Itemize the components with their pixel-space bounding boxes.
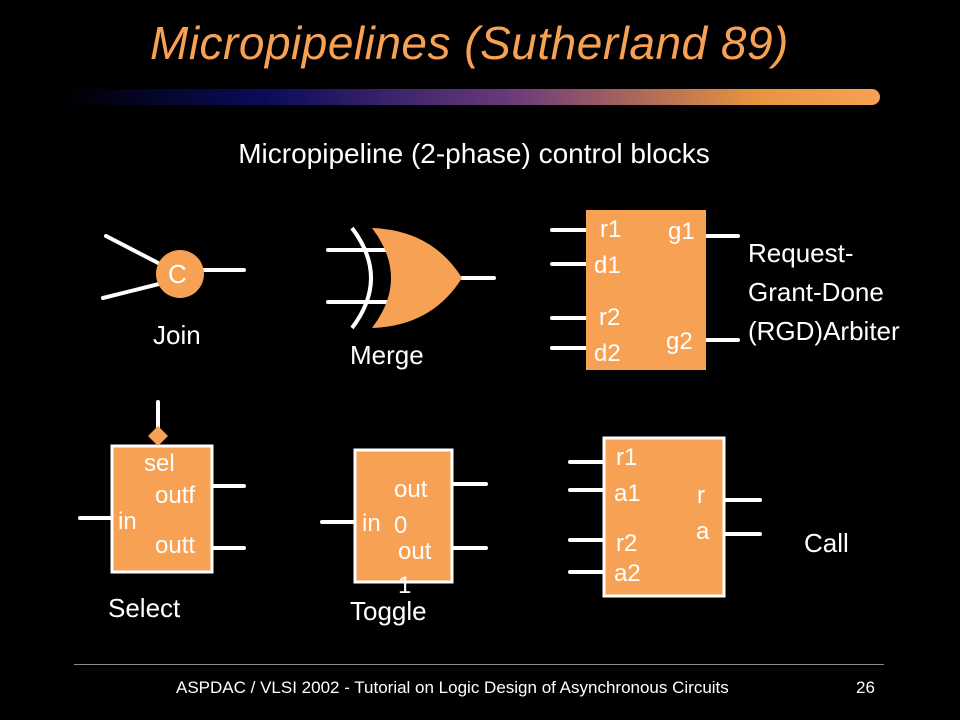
call-port-r: r (697, 482, 705, 509)
call-label: Call (804, 528, 849, 558)
merge-xor-gate (372, 228, 462, 328)
call-port-r1: r1 (616, 444, 638, 471)
select-port-outf: outf (155, 482, 196, 509)
join-input-wire-top (104, 234, 164, 267)
call-block (602, 436, 726, 598)
call-port-r2: r2 (616, 530, 638, 557)
toggle-port-out0: out (394, 476, 428, 503)
slide-title: Micropipelines (Sutherland 89) (150, 17, 789, 69)
arbiter-port-r2: r2 (599, 304, 621, 331)
footer-rule (74, 664, 884, 665)
arbiter-block (586, 210, 706, 370)
page-number: 26 (856, 678, 875, 697)
join-input-wire-bottom (101, 281, 165, 300)
select-port-outt: outt (155, 532, 196, 559)
slide-subtitle: Micropipeline (2-phase) control blocks (238, 138, 710, 169)
arbiter-port-d2: d2 (594, 340, 621, 367)
join-label: Join (153, 320, 201, 350)
merge-xor-input-arc (350, 226, 373, 330)
merge-label: Merge (350, 340, 424, 370)
toggle-label: Toggle (350, 596, 427, 626)
arbiter-port-d1: d1 (594, 252, 621, 279)
title-underline-bar (60, 89, 880, 105)
arbiter-port-g1: g1 (668, 218, 695, 245)
toggle-port-out1-index: 1 (398, 572, 412, 599)
select-port-sel: sel (144, 450, 175, 477)
arbiter-caption-line-2: Grant-Done (748, 277, 884, 307)
call-port-a1: a1 (614, 480, 641, 507)
call-port-a: a (696, 518, 710, 545)
arbiter-port-g2: g2 (666, 328, 693, 355)
toggle-port-in: in (362, 510, 381, 537)
toggle-port-out1: out (398, 538, 432, 565)
select-sel-diamond (148, 426, 168, 446)
select-port-in: in (118, 508, 137, 535)
select-label: Select (108, 593, 181, 623)
arbiter-caption-line-1: Request- (748, 238, 854, 268)
join-c-element (156, 250, 204, 298)
arbiter-port-r1: r1 (600, 216, 622, 243)
toggle-block (353, 448, 454, 584)
join-gate-text: C (168, 259, 187, 289)
call-port-a2: a2 (614, 560, 641, 587)
footer-text: ASPDAC / VLSI 2002 - Tutorial on Logic D… (176, 678, 729, 697)
toggle-port-out0-index: 0 (394, 512, 408, 539)
arbiter-caption-line-3: (RGD)Arbiter (748, 316, 900, 346)
select-block (110, 444, 214, 574)
